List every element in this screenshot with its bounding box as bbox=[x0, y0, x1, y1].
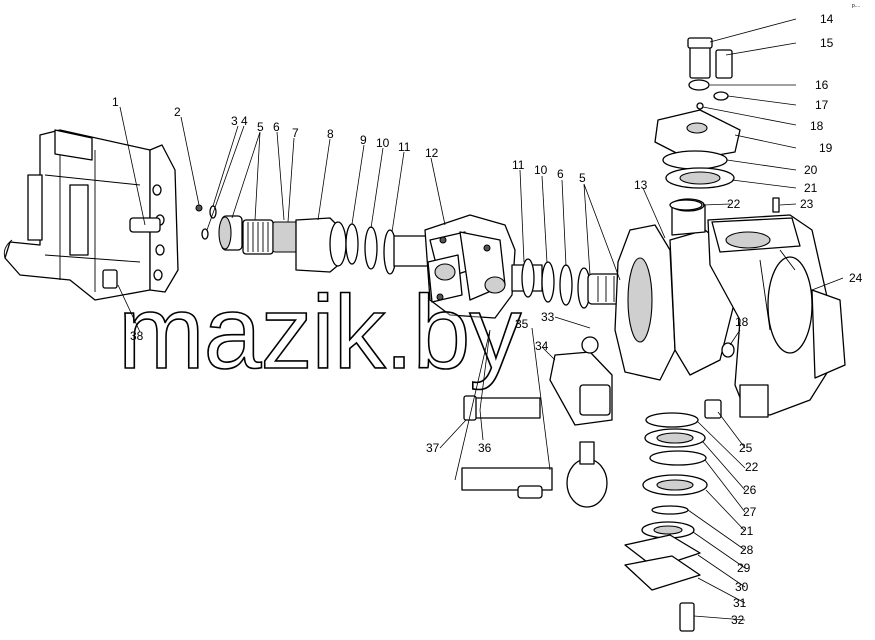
callout-5-right: 5 bbox=[579, 171, 586, 185]
leader-lines bbox=[117, 18, 844, 621]
callout-12: 12 bbox=[425, 146, 439, 160]
cv-joint bbox=[424, 214, 516, 319]
watermark-text: mazik.by bbox=[118, 275, 521, 391]
callout-21-lower: 21 bbox=[740, 524, 754, 538]
callout-17: 17 bbox=[815, 98, 829, 112]
callout-19: 19 bbox=[819, 141, 833, 155]
callout-14: 14 bbox=[820, 12, 834, 26]
callout-7: 7 bbox=[292, 126, 299, 140]
callout-27: 27 bbox=[743, 505, 757, 519]
callout-29: 29 bbox=[737, 561, 751, 575]
top-kingpin-stack bbox=[654, 37, 780, 213]
callout-20: 20 bbox=[804, 163, 818, 177]
callout-10-right: 10 bbox=[534, 163, 548, 177]
callout-6-right: 6 bbox=[557, 167, 564, 181]
callout-32: 32 bbox=[731, 613, 745, 627]
callout-16: 16 bbox=[815, 78, 829, 92]
callout-8: 8 bbox=[327, 127, 334, 141]
callout-2: 2 bbox=[174, 105, 181, 119]
shaft-components-left bbox=[195, 204, 431, 275]
callout-9: 9 bbox=[360, 133, 367, 147]
callout-15: 15 bbox=[820, 36, 834, 50]
callout-6: 6 bbox=[273, 120, 280, 134]
shaft-components-right bbox=[511, 258, 629, 309]
callout-18: 18 bbox=[810, 119, 824, 133]
callout-21: 21 bbox=[804, 181, 818, 195]
callout-31: 31 bbox=[733, 596, 747, 610]
callout-28: 28 bbox=[740, 543, 754, 557]
callout-36: 36 bbox=[478, 441, 492, 455]
corner-mark: p.... bbox=[852, 3, 860, 9]
callout-23: 23 bbox=[800, 197, 814, 211]
callout-22: 22 bbox=[727, 197, 741, 211]
callout-11-right: 11 bbox=[512, 158, 525, 172]
axle-housing bbox=[3, 129, 179, 301]
steering-arm bbox=[461, 336, 613, 508]
callout-1: 1 bbox=[112, 95, 119, 109]
callout-3: 3 bbox=[231, 114, 238, 128]
callout-34: 34 bbox=[535, 339, 549, 353]
callout-11: 11 bbox=[398, 140, 411, 154]
callout-26: 26 bbox=[743, 483, 757, 497]
callout-24: 24 bbox=[849, 271, 863, 285]
callout-18-lower: 18 bbox=[735, 315, 749, 329]
callout-4: 4 bbox=[241, 114, 248, 128]
bottom-kingpin-stack bbox=[624, 399, 722, 632]
callout-13: 13 bbox=[634, 178, 648, 192]
callout-labels: 1 2 3 4 5 6 7 8 9 10 11 12 11 10 6 5 13 … bbox=[112, 12, 863, 627]
wheel-hub bbox=[707, 214, 846, 418]
callout-33: 33 bbox=[541, 310, 555, 324]
callout-37: 37 bbox=[426, 441, 440, 455]
callout-25: 25 bbox=[739, 441, 753, 455]
callout-10: 10 bbox=[376, 136, 390, 150]
callout-35: 35 bbox=[515, 317, 529, 331]
callout-22-lower: 22 bbox=[745, 460, 759, 474]
callout-30: 30 bbox=[735, 580, 749, 594]
callout-38: 38 bbox=[130, 329, 144, 343]
callout-5: 5 bbox=[257, 120, 264, 134]
